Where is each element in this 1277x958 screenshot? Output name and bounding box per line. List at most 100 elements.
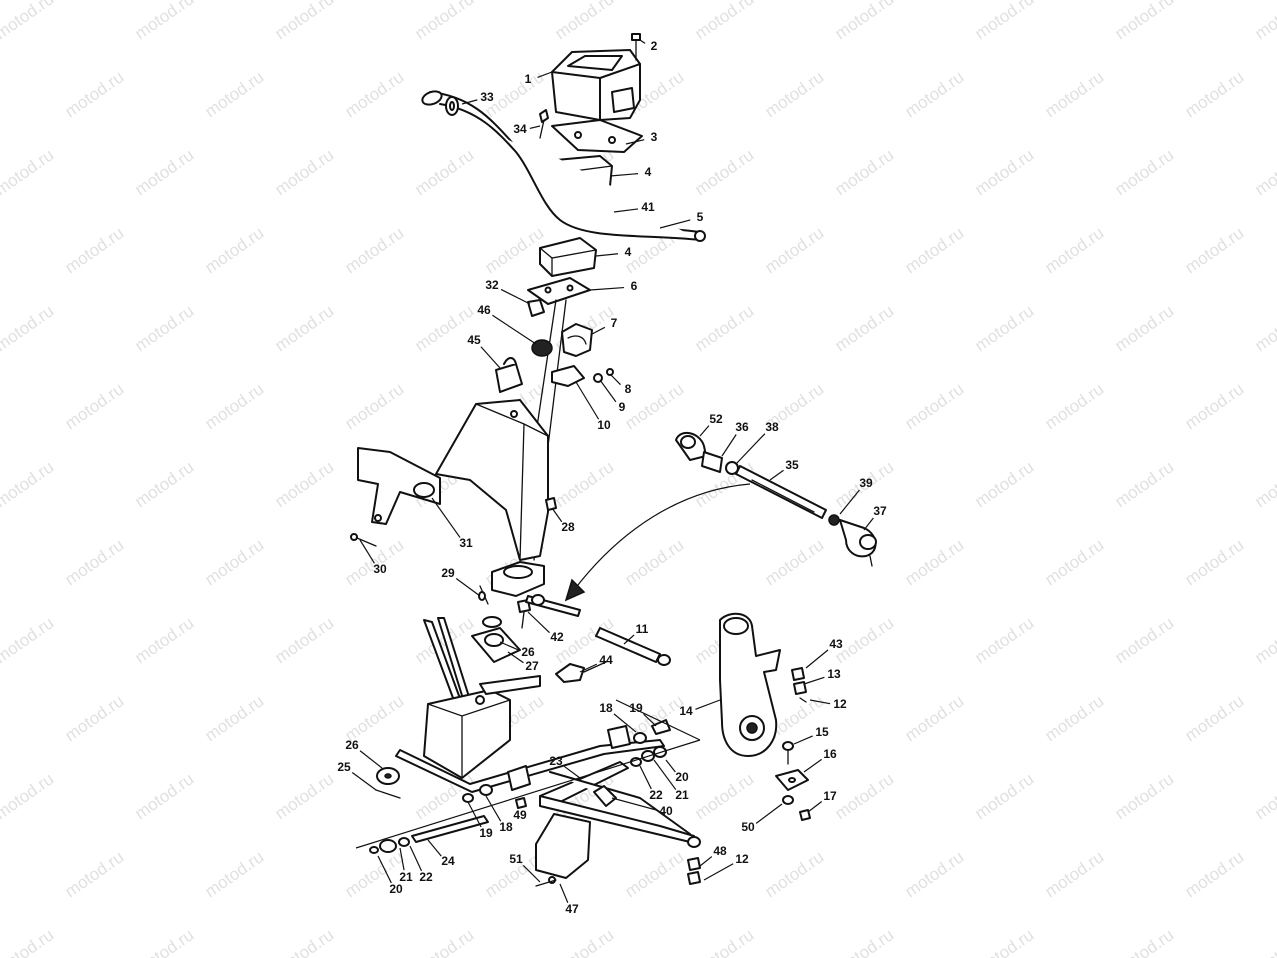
watermark-text: motod.ru: [271, 925, 337, 958]
callout-c20a: 20: [665, 759, 689, 784]
watermark-text: motod.ru: [901, 379, 967, 433]
callout-leader: [461, 99, 478, 105]
watermark-text: motod.ru: [901, 535, 967, 589]
watermark-text: motod.ru: [201, 847, 267, 901]
callout-leader: [480, 346, 501, 369]
handlebar: [421, 90, 706, 242]
frame-tower: [423, 617, 511, 779]
watermark-text: motod.ru: [411, 145, 477, 199]
bracket-31: [357, 447, 441, 525]
callout-c24: 24: [427, 839, 455, 868]
callout-label: 35: [785, 458, 799, 472]
pivot-ground-lines: [355, 699, 701, 849]
callout-label: 19: [629, 701, 643, 715]
callout-c18a: 18: [599, 701, 637, 733]
callout-leader: [589, 286, 625, 291]
callout-leader: [803, 758, 822, 773]
callout-leader: [527, 611, 550, 634]
watermark-text: motod.ru: [1111, 457, 1177, 511]
callout-label: 8: [625, 382, 632, 396]
watermark-text: motod.ru: [691, 145, 757, 199]
callout-label: 22: [419, 870, 433, 884]
callout-leader: [805, 649, 829, 669]
callout-label: 34: [513, 122, 527, 136]
callout-label: 45: [467, 333, 481, 347]
callout-c29: 29: [441, 566, 481, 597]
callout-label: 24: [441, 854, 455, 868]
watermark-text: motod.ru: [621, 535, 687, 589]
watermark-text: motod.ru: [901, 847, 967, 901]
fitting-40: [593, 785, 617, 807]
callout-c47: 47: [559, 883, 579, 916]
callout-leader: [507, 651, 524, 664]
spindle-14: [719, 612, 781, 757]
callout-leader: [699, 425, 710, 437]
callout-c35: 35: [769, 458, 799, 481]
callout-label: 18: [499, 820, 513, 834]
watermark-text: motod.ru: [0, 301, 57, 355]
callout-c9: 9: [599, 379, 626, 414]
callout-leader: [653, 759, 677, 791]
callout-leader: [863, 517, 874, 531]
callout-label: 3: [651, 130, 658, 144]
bracket-47: [515, 797, 591, 887]
column-support: [435, 399, 549, 561]
callout-label: 42: [550, 630, 564, 644]
callout-leader: [500, 288, 531, 305]
callout-c21a: 21: [653, 759, 689, 802]
callout-label: 19: [479, 826, 493, 840]
callout-leader: [409, 845, 423, 872]
watermark-text: motod.ru: [551, 457, 617, 511]
watermark-text: motod.ru: [1251, 769, 1277, 823]
watermark-text: motod.ru: [131, 457, 197, 511]
callout-label: 4: [625, 245, 632, 259]
callout-c42: 42: [527, 611, 564, 644]
watermark-text: motod.ru: [131, 0, 197, 43]
callout-label: 13: [827, 667, 841, 681]
watermark-text: motod.ru: [61, 691, 127, 745]
callout-leader: [695, 699, 721, 710]
a-arm-23: [539, 761, 701, 848]
callout-leader: [559, 883, 569, 903]
callout-c19a: 19: [629, 701, 657, 727]
callout-label: 25: [337, 760, 351, 774]
callout-label: 28: [561, 520, 575, 534]
watermark-text: motod.ru: [481, 223, 547, 277]
watermark-text: motod.ru: [621, 847, 687, 901]
bolt-28: [545, 497, 557, 511]
callout-leader: [351, 772, 377, 791]
callout-leader: [623, 634, 635, 645]
callout-label: 11: [636, 622, 649, 636]
callout-label: 21: [399, 870, 413, 884]
callout-leader: [591, 326, 606, 335]
watermark-text: motod.ru: [271, 0, 337, 43]
callout-leader: [431, 497, 461, 538]
callout-leader: [611, 797, 657, 811]
watermark-text: motod.ru: [551, 0, 617, 43]
watermark-text: motod.ru: [411, 925, 477, 958]
watermark-text: motod.ru: [61, 847, 127, 901]
callout-c17: 17: [807, 789, 837, 813]
watermark-text: motod.ru: [1181, 379, 1247, 433]
callout-label: 21: [675, 788, 689, 802]
callout-leader: [579, 663, 598, 673]
callout-label: 33: [480, 90, 494, 104]
watermark-text: motod.ru: [761, 223, 827, 277]
watermark-text: motod.ru: [341, 379, 407, 433]
callout-leader: [613, 713, 637, 733]
callout-c31: 31: [431, 497, 473, 550]
watermark-text: motod.ru: [1041, 847, 1107, 901]
watermark-text: motod.ru: [61, 379, 127, 433]
watermark-text: motod.ru: [971, 769, 1037, 823]
callout-label: 51: [509, 852, 523, 866]
watermark-text: motod.ru: [201, 379, 267, 433]
callout-label: 52: [709, 412, 723, 426]
callout-leader: [639, 765, 652, 790]
callout-c4a: 4: [609, 165, 652, 179]
watermark-text: motod.ru: [901, 691, 967, 745]
callout-c34: 34: [513, 122, 541, 136]
callout-leader: [485, 795, 502, 822]
